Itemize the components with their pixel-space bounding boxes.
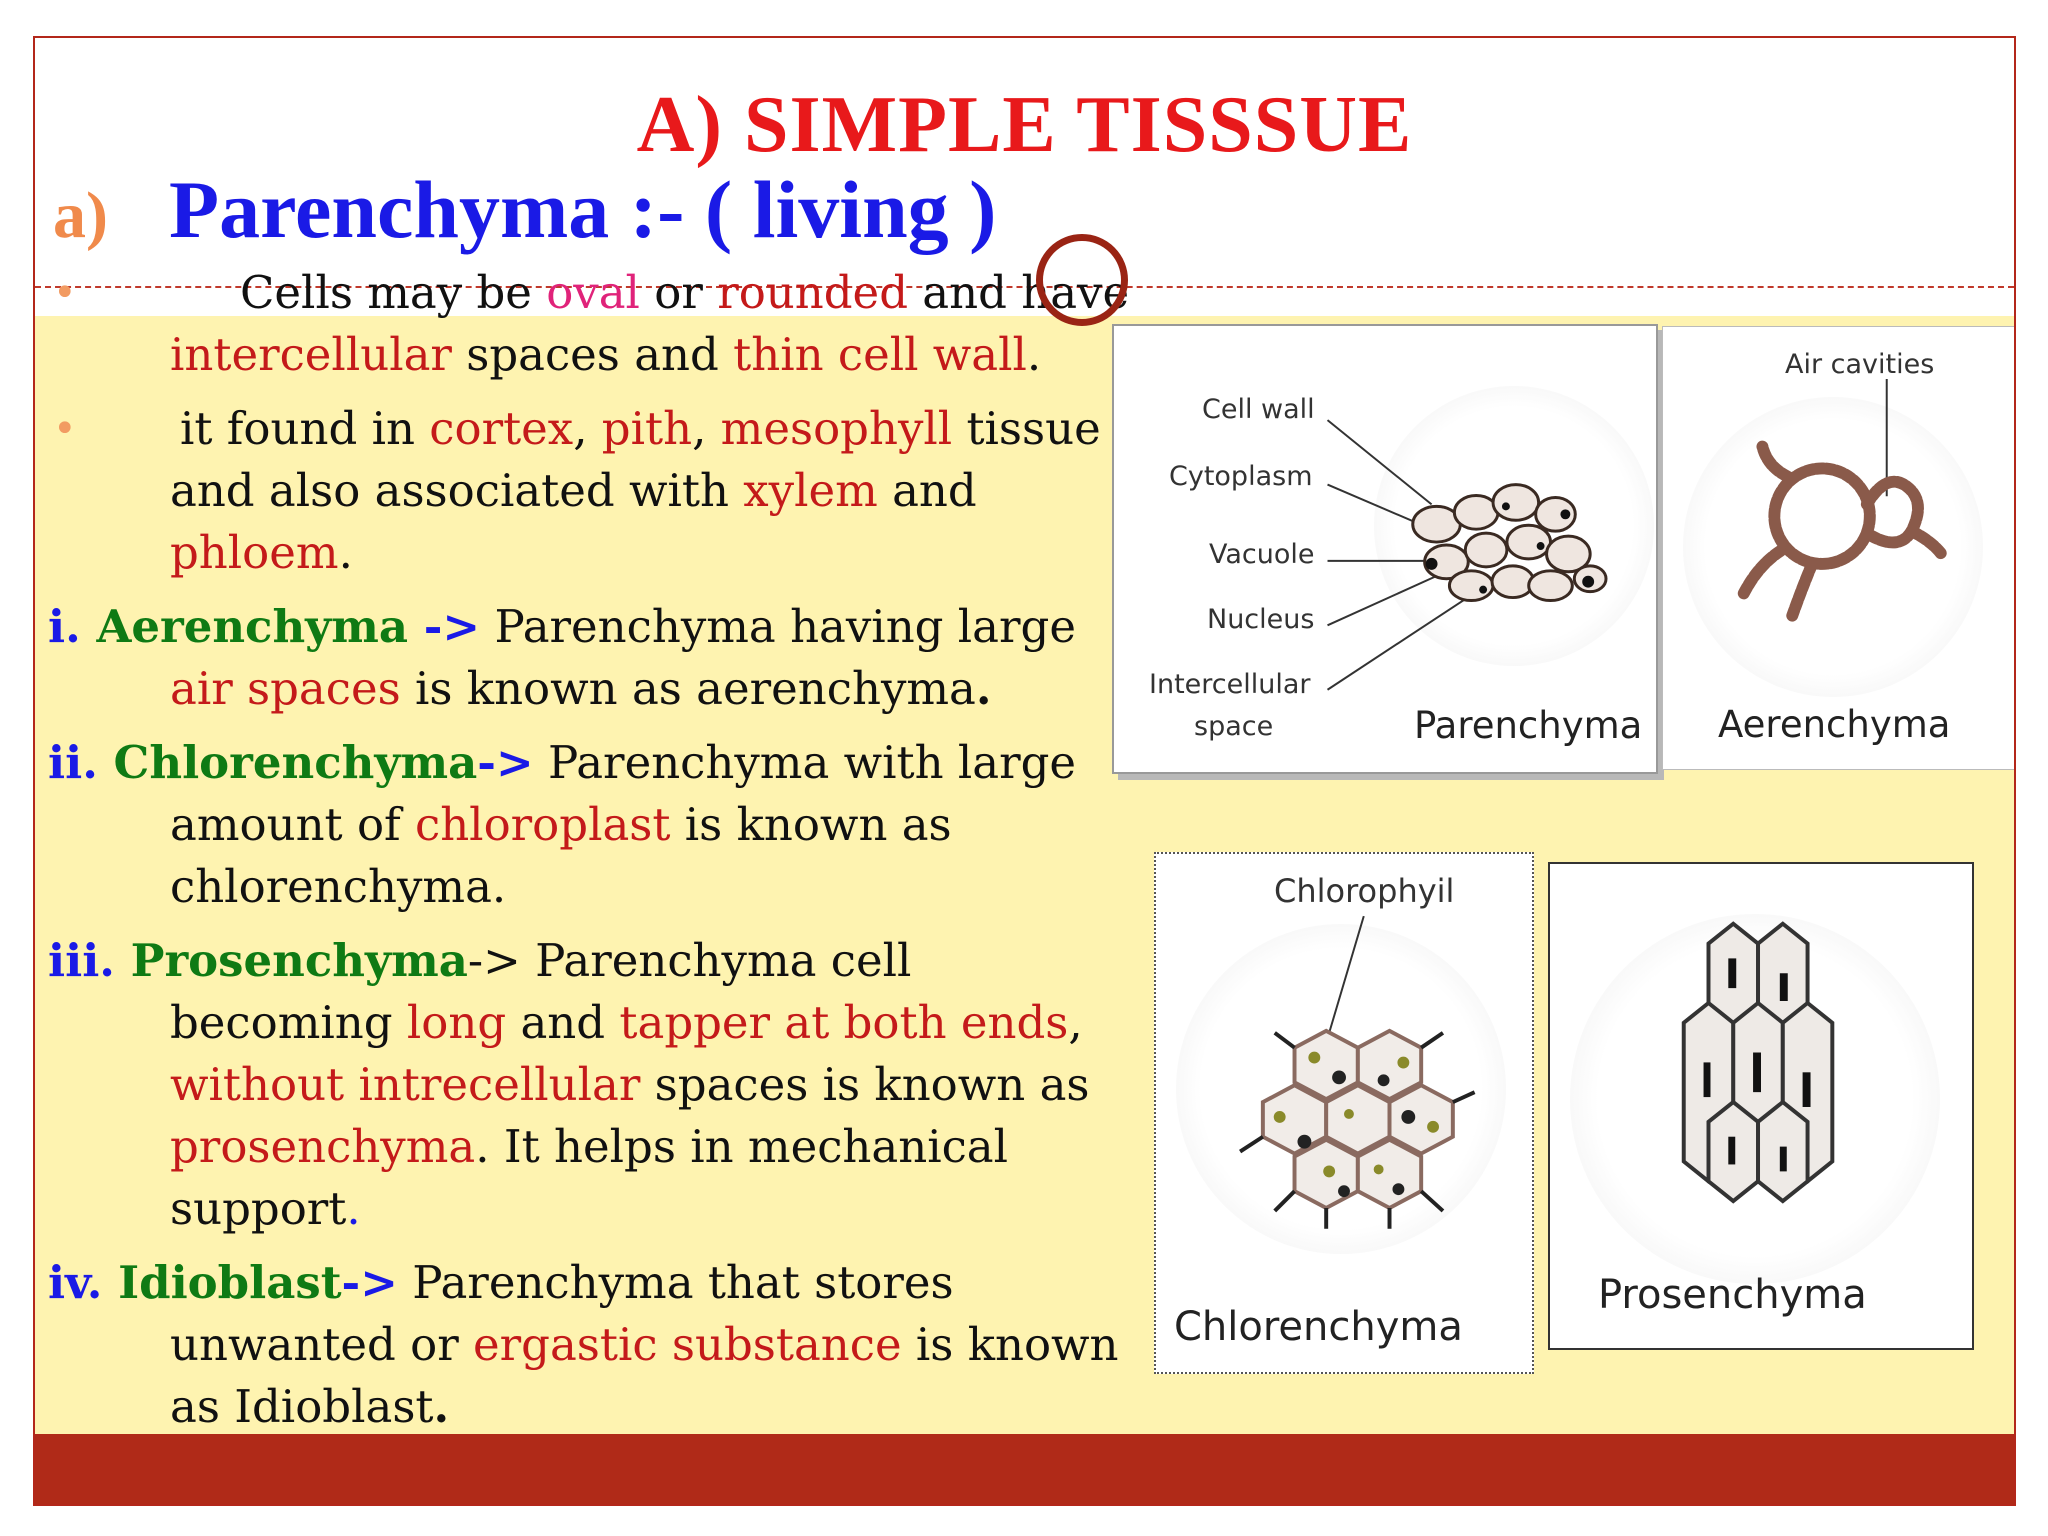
highlight-xylem: xylem [743,464,878,517]
label-air-cavities: Air cavities [1785,349,1935,380]
item-term: Idioblast [118,1256,342,1309]
label-cell-wall: Cell wall [1202,394,1315,425]
item-term: Chlorenchyma [113,736,478,789]
text-fragment: or [639,266,718,319]
text-fragment: Parenchyma that stores unwanted or [170,1256,954,1371]
item-arrow: -> [467,934,521,987]
text-fragment: . [975,662,992,715]
item-number: iv. [48,1256,103,1309]
section-heading: a) Parenchyma :- ( living ) [53,163,997,257]
figure-title: Aerenchyma [1718,703,1951,746]
text-fragment: and [877,464,977,517]
highlight-pith: pith [601,402,693,455]
item-number: i. [48,600,81,653]
highlight-air-spaces: air spaces [170,662,401,715]
text-fragment: . [433,1380,450,1433]
label-vacuole: Vacuole [1209,539,1315,570]
item-arrow: -> [341,1256,398,1309]
prosenchyma-cells-icon [1681,921,1835,1204]
bullet-dot-icon: • [53,270,77,316]
highlight-without-intrecellular: without intrecellular [170,1058,641,1111]
text-fragment: . [346,1182,361,1235]
label-chlorophyil: Chlorophyil [1274,872,1455,910]
text-fragment: Cells may be [240,266,547,319]
item-arrow: -> [408,600,481,653]
item-arrow: -> [477,736,534,789]
text-fragment: . It helps in mechanical support [170,1120,1009,1235]
item-idioblast: iv. Idioblast-> Parenchyma that stores u… [35,1252,1140,1438]
figure-aerenchyma: Air cavities Aerenchyma [1662,326,2014,770]
highlight-prosenchyma: prosenchyma [170,1120,476,1173]
highlight-phloem: phloem [170,526,339,579]
parenchyma-cells-icon [1326,419,1608,691]
heading-marker: a) [53,179,108,252]
slide-title: A) SIMPLE TISSSUE [636,81,1413,169]
figure-title: Parenchyma [1414,704,1643,747]
figure-title: Chlorenchyma [1174,1304,1463,1350]
text-fragment: , [692,402,721,455]
bullet-dot-icon: • [53,406,77,452]
text-fragment: and [506,996,620,1049]
figure-parenchyma: Cell wall Cytoplasm Vacuole Nucleus Inte… [1112,324,1658,774]
label-space: space [1194,711,1274,742]
highlight-rounded: rounded [717,266,908,319]
item-chlorenchyma: ii. Chlorenchyma-> Parenchyma with large… [35,732,1140,918]
figure-chlorenchyma: Chlorophyil Chlorenchyma [1154,852,1534,1374]
label-intercellular: Intercellular [1149,669,1311,700]
highlight-chloroplast: chloroplast [415,798,671,851]
text-fragment: , [1068,996,1083,1049]
item-term: Aerenchyma [96,600,409,653]
text-fragment: Parenchyma cell becoming [170,934,912,1049]
highlight-thin-cell-wall: thin cell wall [733,328,1027,381]
text-fragment: . [338,526,353,579]
label-nucleus: Nucleus [1207,604,1315,635]
highlight-intercellular: intercellular [170,328,452,381]
text-fragment: it found in [180,402,430,455]
item-number: iii. [48,934,115,987]
footer-bar [35,1434,2014,1504]
highlight-cortex: cortex [429,402,574,455]
item-prosenchyma: iii. Prosenchyma-> Parenchyma cell becom… [35,930,1140,1240]
text-fragment: spaces and [451,328,734,381]
highlight-mesophyll: mesophyll [720,402,953,455]
text-fragment: is known as chlorenchyma. [170,798,952,913]
text-fragment: Parenchyma having large [480,600,1076,653]
text-fragment: tissue and also associated with [170,402,1101,517]
text-fragment: is known as aerenchyma [400,662,976,715]
aerenchyma-cells-icon [1736,378,1948,622]
heading-text: Parenchyma :- ( living ) [169,164,997,255]
bullet-found-in: • it found in cortex, pith, mesophyll ti… [35,398,1140,584]
highlight-long: long [406,996,507,1049]
item-aerenchyma: i. Aerenchyma -> Parenchyma having large… [35,596,1140,720]
label-cytoplasm: Cytoplasm [1169,461,1313,492]
item-term: Prosenchyma [130,934,468,987]
bullet-cells: • Cells may be oval or rounded and have … [35,262,1140,386]
figure-title: Prosenchyma [1598,1272,1867,1318]
text-fragment: is known as Idioblast [170,1318,1119,1433]
header-divider [35,286,2014,288]
highlight-tapper: tapper at both ends [619,996,1069,1049]
annotation-circle [1036,234,1128,326]
slide: A) SIMPLE TISSSUE a) Parenchyma :- ( liv… [33,36,2016,1506]
text-fragment: , [573,402,602,455]
text-fragment: spaces is known as [640,1058,1090,1111]
text-fragment: . [1026,328,1042,381]
text-fragment: Parenchyma with large amount of [170,736,1077,851]
figure-prosenchyma: Prosenchyma [1548,862,1974,1350]
highlight-oval: oval [546,266,640,319]
text-column: • Cells may be oval or rounded and have … [35,262,1140,1450]
item-number: ii. [48,736,98,789]
chlorenchyma-cells-icon [1239,915,1476,1229]
highlight-ergastic: ergastic substance [473,1318,902,1371]
